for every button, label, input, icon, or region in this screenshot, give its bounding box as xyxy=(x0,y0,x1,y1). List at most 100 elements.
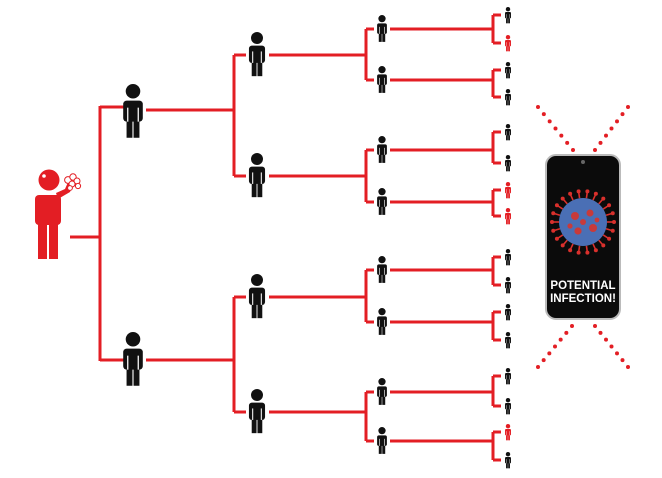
person-arm-gap xyxy=(127,107,129,122)
alert-ray-dot xyxy=(536,105,540,109)
person-torso xyxy=(505,12,511,19)
person-torso xyxy=(505,129,511,136)
person-leg xyxy=(506,165,508,172)
level3-person xyxy=(377,188,387,215)
person-torso xyxy=(505,373,511,380)
person-leg xyxy=(506,434,508,441)
person-torso xyxy=(377,264,387,275)
person-leg xyxy=(378,153,382,163)
level4-person xyxy=(505,155,511,172)
person-head xyxy=(505,368,511,373)
person-head xyxy=(505,208,511,213)
alert-ray-dot xyxy=(553,126,558,131)
person-head xyxy=(378,308,386,316)
person-torso xyxy=(505,213,511,220)
level3-person xyxy=(377,66,387,93)
source-leg xyxy=(38,221,47,259)
phone: POTENTIAL INFECTION! xyxy=(545,154,621,320)
person-leg xyxy=(378,395,382,405)
person-arm-gap xyxy=(379,319,380,327)
person-arm-gap xyxy=(252,51,254,63)
virus-spike-tip xyxy=(610,211,615,216)
person-leg xyxy=(506,259,508,266)
level3-person xyxy=(377,378,387,405)
level3-person xyxy=(377,256,387,283)
person-arm-gap xyxy=(379,199,380,207)
person-torso xyxy=(123,348,143,370)
person-torso xyxy=(248,287,266,305)
person-leg xyxy=(251,181,257,198)
person-arm-gap xyxy=(127,355,129,370)
level4-person xyxy=(505,277,511,294)
person-leg xyxy=(257,302,263,319)
alert-ray-dot xyxy=(547,119,552,124)
people-layer xyxy=(35,7,511,469)
cough-puff xyxy=(74,182,82,190)
person-head xyxy=(505,124,511,129)
person-torso xyxy=(248,402,266,420)
person-head xyxy=(378,136,386,144)
person-leg xyxy=(378,273,382,283)
virus-spot xyxy=(586,209,594,217)
person-leg xyxy=(126,118,133,138)
person-arm-gap xyxy=(260,293,262,305)
person-leg xyxy=(508,342,510,349)
person-arm-gap xyxy=(384,267,385,275)
person-arm-gap xyxy=(384,26,385,34)
alert-ray-dot xyxy=(604,337,608,342)
person-head xyxy=(505,89,511,94)
level3-person xyxy=(377,308,387,335)
person-head xyxy=(125,332,141,347)
person-torso xyxy=(377,316,387,327)
person-leg xyxy=(506,378,508,385)
person-arm-gap xyxy=(252,408,254,420)
alert-ray-dot xyxy=(559,133,564,138)
person-torso xyxy=(377,74,387,85)
person-leg xyxy=(378,205,382,215)
level4-person xyxy=(505,368,511,385)
virus-spike-tip xyxy=(576,250,581,255)
level4-person xyxy=(505,35,511,52)
person-head xyxy=(505,277,511,282)
level4-person xyxy=(505,304,511,321)
person-head xyxy=(505,182,511,187)
source-leg xyxy=(49,221,58,259)
virus-spike-tip xyxy=(601,196,606,201)
virus-spike-tip xyxy=(593,191,598,196)
person-head xyxy=(505,35,511,40)
person-leg xyxy=(382,205,386,215)
virus-spike-tip xyxy=(601,243,606,248)
person-leg xyxy=(378,325,382,335)
virus-spike-tip xyxy=(593,248,598,253)
level2-person xyxy=(248,32,266,77)
person-leg xyxy=(257,417,263,434)
person-torso xyxy=(505,67,511,74)
person-leg xyxy=(251,60,257,77)
alert-ray-dot xyxy=(615,351,619,356)
person-arm-gap xyxy=(137,107,139,122)
person-head xyxy=(251,32,263,44)
alert-ray-dot xyxy=(547,351,552,356)
alert-ray-dot xyxy=(558,337,563,342)
person-torso xyxy=(505,309,511,316)
level3-person xyxy=(377,136,387,163)
person-leg xyxy=(382,153,386,163)
alert-ray-dot xyxy=(564,330,569,335)
person-leg xyxy=(382,32,386,42)
person-leg xyxy=(508,165,510,172)
person-leg xyxy=(506,342,508,349)
branch-lines xyxy=(70,13,501,462)
cough-puff xyxy=(67,185,73,191)
level4-person xyxy=(505,332,511,349)
person-arm-gap xyxy=(379,267,380,275)
alert-ray-dot xyxy=(536,365,540,369)
alert-ray-dot xyxy=(541,112,546,117)
virus-spike-tip xyxy=(554,203,559,208)
person-head xyxy=(378,427,386,435)
virus-spike-tip xyxy=(551,228,556,233)
person-leg xyxy=(382,273,386,283)
person-torso xyxy=(505,187,511,194)
person-leg xyxy=(508,17,510,24)
person-arm-gap xyxy=(379,26,380,34)
